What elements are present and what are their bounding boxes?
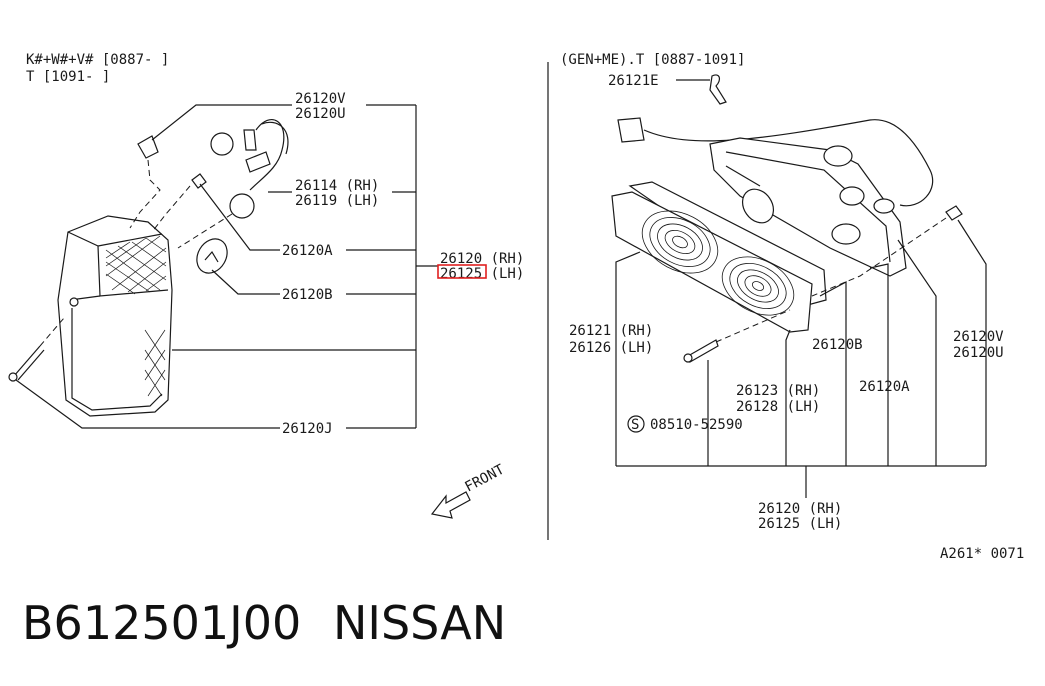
screw-left bbox=[8, 345, 45, 382]
left-lamp-assembly[interactable] bbox=[8, 119, 289, 417]
label-26120-rh-left: 26120 (RH) bbox=[440, 251, 524, 267]
label-08510-52590: 08510-52590 bbox=[650, 417, 743, 433]
label-26120j: 26120J bbox=[282, 421, 333, 437]
brand-name: NISSAN bbox=[333, 596, 507, 650]
left-callouts bbox=[15, 104, 438, 429]
label-26119: 26119 (LH) bbox=[295, 193, 379, 209]
label-26120-rh-right: 26120 (RH) bbox=[758, 501, 842, 517]
figure-code: A261* 0071 bbox=[940, 546, 1024, 562]
label-26125-lh-right: 26125 (LH) bbox=[758, 516, 842, 532]
label-26125-lh-left: 26125 (LH) bbox=[440, 266, 524, 282]
screw-right bbox=[683, 339, 719, 363]
label-26128: 26128 (LH) bbox=[736, 399, 820, 415]
label-26120u-right: 26120U bbox=[953, 345, 1004, 361]
label-26121: 26121 (RH) bbox=[569, 323, 653, 339]
highlight-box[interactable] bbox=[437, 264, 487, 279]
screw-spec: S 08510-52590 bbox=[627, 415, 743, 433]
right-lamp-assembly[interactable] bbox=[611, 74, 963, 363]
header-right: (GEN+ME).T [0887-1091] bbox=[560, 52, 745, 68]
screw-symbol: S bbox=[631, 417, 639, 433]
label-26123: 26123 (RH) bbox=[736, 383, 820, 399]
header-left-line2: T [1091- ] bbox=[26, 69, 110, 85]
right-callouts bbox=[615, 79, 987, 498]
front-arrow: FRONT bbox=[430, 461, 508, 519]
label-26120v-right: 26120V bbox=[953, 329, 1004, 345]
label-26120u-left: 26120U bbox=[295, 106, 346, 122]
label-26120b-right: 26120B bbox=[812, 337, 863, 353]
front-label: FRONT bbox=[462, 461, 507, 495]
label-26120a-right: 26120A bbox=[859, 379, 910, 395]
label-26121e: 26121E bbox=[608, 73, 659, 89]
label-26126: 26126 (LH) bbox=[569, 340, 653, 356]
part-number: B612501J00 bbox=[22, 596, 302, 650]
label-26120v-left: 26120V bbox=[295, 91, 346, 107]
label-26114: 26114 (RH) bbox=[295, 178, 379, 194]
header-left-line1: K#+W#+V# [0887- ] bbox=[26, 52, 169, 68]
label-26120a-left: 26120A bbox=[282, 243, 333, 259]
label-26120b-left: 26120B bbox=[282, 287, 333, 303]
